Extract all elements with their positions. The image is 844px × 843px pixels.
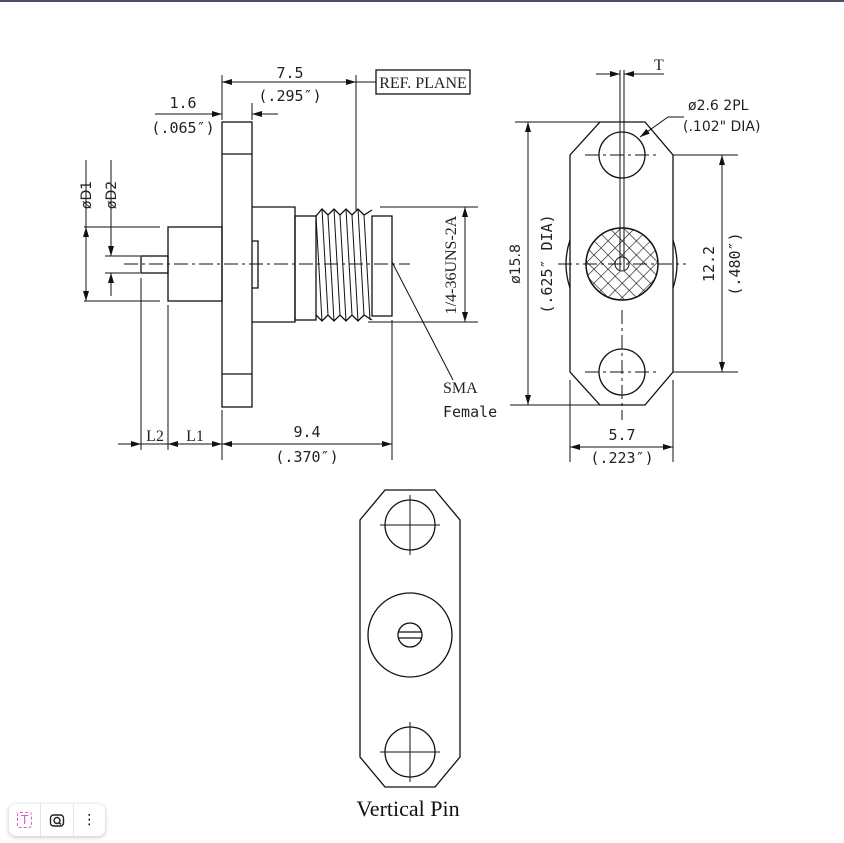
ref-plane-label: REF. PLANE xyxy=(379,75,467,92)
d1-label: øD1 xyxy=(79,181,95,209)
l2-label: L2 xyxy=(146,428,164,445)
width-label: 5.7 xyxy=(608,426,635,444)
center-pin xyxy=(397,622,423,648)
hole-in-label: (.102" DIA) xyxy=(683,119,760,135)
floating-toolbar: T ⋮ xyxy=(9,804,105,836)
dim-1-6: 1.6 xyxy=(169,94,196,112)
dim-7-5-in: (.295″) xyxy=(258,87,321,105)
lens-icon xyxy=(49,814,65,827)
nut xyxy=(294,215,317,321)
dim-9-4-in: (.370″) xyxy=(275,448,338,466)
front-view: T ø2.6 2PL (.102" DIA) ø15.8 (.625″ DIA)… xyxy=(508,57,760,467)
lens-button[interactable] xyxy=(41,804,74,836)
t-label: T xyxy=(654,57,664,74)
spacing-in-label: (.480″) xyxy=(726,232,744,295)
hole-label: ø2.6 2PL xyxy=(688,98,749,114)
width-in-label: (.223″) xyxy=(590,449,653,467)
l1-label: L1 xyxy=(186,428,204,445)
dielectric-circle xyxy=(367,592,453,678)
thread-outline xyxy=(315,208,373,322)
flange-outline xyxy=(359,489,461,788)
side-view: 7.5 (.295″) REF. PLANE 1.6 (.065″) øD1 ø… xyxy=(79,64,497,466)
text-select-button[interactable]: T xyxy=(9,804,42,836)
thread-label: 1/4-36UNS-2A xyxy=(443,215,460,314)
window-top-border xyxy=(0,0,844,2)
more-icon: ⋮ xyxy=(82,812,97,828)
spacing-label: 12.2 xyxy=(700,246,718,282)
vertical-pin-view: Vertical Pin xyxy=(356,489,461,821)
dim-7-5: 7.5 xyxy=(276,64,303,82)
caption: Vertical Pin xyxy=(356,796,459,821)
d2-label: øD2 xyxy=(104,181,120,209)
thread-lines xyxy=(315,208,371,322)
front-face xyxy=(371,215,393,317)
dim-9-4: 9.4 xyxy=(293,423,320,441)
female-label: Female xyxy=(443,403,497,421)
dia-label: ø15.8 xyxy=(508,244,524,284)
dim-1-6-in: (.065″) xyxy=(151,119,214,137)
text-icon: T xyxy=(16,812,33,828)
more-button[interactable]: ⋮ xyxy=(74,804,105,836)
dia-in-label: (.625″ DIA) xyxy=(538,214,556,313)
sma-label: SMA xyxy=(443,380,478,397)
flange-outline xyxy=(569,121,674,406)
